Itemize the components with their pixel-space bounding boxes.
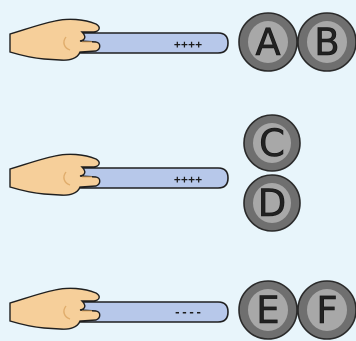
ball-label: C [259, 122, 285, 165]
ball-a: A [239, 13, 297, 71]
panel-1: ++++ A B [10, 13, 356, 71]
ball-label: A [255, 21, 280, 64]
ball-label: D [258, 182, 287, 225]
panel-3: ---- E F [10, 281, 356, 339]
ball-label: F [316, 289, 337, 332]
rod-charge-label: ++++ [174, 38, 203, 51]
ball-label: B [314, 21, 339, 64]
ball-c: C [244, 115, 300, 171]
rod-charge-label: ---- [174, 306, 203, 319]
ball-b: B [298, 13, 356, 71]
rod-charge-label: ++++ [174, 173, 203, 186]
ball-f: F [298, 281, 356, 339]
panel-2: ++++ C D [10, 115, 300, 231]
ball-d: D [244, 175, 300, 231]
ball-label: E [256, 289, 279, 332]
ball-e: E [239, 281, 297, 339]
